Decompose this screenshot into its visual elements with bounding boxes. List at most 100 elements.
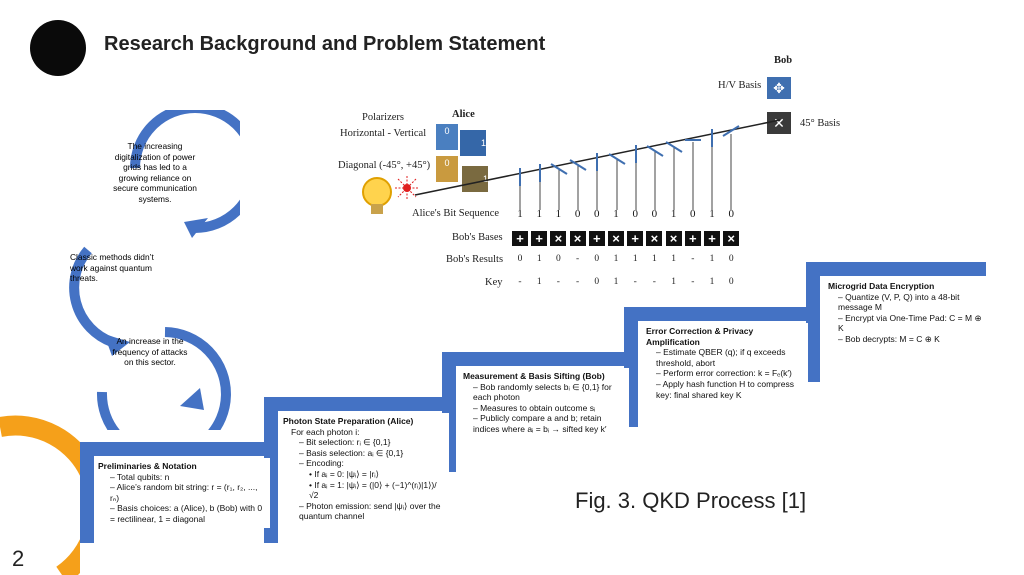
- bob-result-value: 0: [594, 254, 600, 264]
- bit-value: 1: [536, 208, 542, 220]
- bob-basis-cell: +: [531, 231, 548, 246]
- bob-result-value: 1: [671, 254, 676, 264]
- bob-result-value: 1: [652, 254, 657, 264]
- bob-basis-cell: +: [684, 231, 701, 246]
- step-title: Measurement & Basis Sifting (Bob): [463, 371, 605, 381]
- alice-label: Alice: [452, 109, 475, 120]
- step-line: – Encrypt via One-Time Pad: C = M ⊕ K: [838, 312, 982, 334]
- polarizers-label: Polarizers: [362, 112, 404, 123]
- bob-basis-cell: ×: [550, 231, 567, 246]
- step-line: – Bob decrypts: M = C ⊕ K: [838, 333, 940, 344]
- polarizer-v-icon: 1: [460, 130, 486, 156]
- bob-basis-cell: ×: [569, 231, 586, 246]
- key-value: -: [633, 277, 637, 287]
- step-line: – Estimate QBER (q); if q exceeds thresh…: [656, 347, 786, 368]
- key-value: 0: [594, 277, 600, 287]
- step-line: – Total qubits: n: [110, 471, 170, 482]
- bit-value: 0: [690, 208, 696, 220]
- step-line: – Bob randomly selects bᵢ ∈ {0,1} for ea…: [473, 381, 612, 403]
- key-value: -: [652, 277, 656, 287]
- bob-result-value: 0: [517, 254, 523, 264]
- step-line: – Apply hash function H to compress key:…: [656, 378, 794, 400]
- key-value: -: [576, 277, 580, 287]
- bit-value: 1: [613, 208, 619, 220]
- bob-result-value: -: [576, 254, 580, 264]
- bit-value: 0: [632, 208, 638, 220]
- bob-result-value: -: [691, 254, 695, 264]
- step-line: – Publicly compare a and b; retain indic…: [473, 413, 607, 434]
- step-line: – Bit selection: rᵢ ∈ {0,1}: [299, 437, 391, 448]
- hv-detector-icon: ✥: [767, 77, 791, 99]
- bob-result-value: 0: [728, 254, 734, 264]
- step-title: Preliminaries & Notation: [98, 461, 197, 471]
- step-line: – Alice’s random bit string: r = (r₁, r₂…: [110, 482, 258, 503]
- bit-value: 0: [574, 208, 581, 220]
- key-value: -: [691, 277, 695, 287]
- step-photon-preparation: Photon State Preparation (Alice) For eac…: [279, 413, 449, 525]
- bit-value: 1: [709, 208, 715, 220]
- step-title: Error Correction & Privacy Amplification: [646, 326, 754, 347]
- bob-result-value: 1: [536, 254, 542, 264]
- bob-basis-cell: ×: [646, 231, 663, 246]
- step-microgrid-encryption: Microgrid Data Encryption – Quantize (V,…: [824, 278, 990, 348]
- bubble-attacks: An increase in the frequency of attacks …: [112, 336, 188, 367]
- key-value: 1: [536, 277, 542, 287]
- diagonal-polarizer-label: Diagonal (-45°, +45°): [338, 160, 431, 171]
- key-value: 1: [709, 277, 715, 287]
- bit-value: 0: [728, 208, 734, 220]
- step-measurement-sifting: Measurement & Basis Sifting (Bob) – Bob …: [459, 368, 629, 438]
- hv-basis-label: H/V Basis: [718, 80, 762, 91]
- bob-result-value: 1: [709, 254, 715, 264]
- step-line: – Encoding:: [299, 458, 344, 469]
- bit-value: 1: [517, 208, 523, 220]
- step-line: – Quantize (V, P, Q) into a 48-bit messa…: [838, 291, 960, 313]
- diagonal-detector-icon: ✕: [767, 112, 791, 134]
- step-line: – Photon emission: send |ψᵢ⟩ over the qu…: [299, 500, 441, 522]
- page-title: Research Background and Problem Statemen…: [104, 33, 546, 55]
- step-preliminaries: Preliminaries & Notation – Total qubits:…: [94, 458, 270, 528]
- bit-value: 1: [670, 208, 677, 220]
- polarizer-h-icon: 0: [436, 124, 458, 150]
- row-label-results: Bob's Results: [446, 254, 504, 265]
- bob-basis-cell: +: [627, 231, 644, 246]
- figure-caption: Fig. 3. QKD Process [1]: [575, 488, 807, 513]
- photon-beam-line: [362, 119, 781, 214]
- bubble-classic-methods: Classic methods didn’t work against quan…: [70, 252, 154, 283]
- key-value: 1: [613, 277, 619, 287]
- bob-result-value: 1: [632, 254, 638, 264]
- bubble-digitalization: The increasing digitalization of power g…: [113, 141, 197, 204]
- row-label-bases: Bob's Bases: [452, 232, 503, 243]
- flow-circle-arrows: [69, 110, 240, 430]
- bit-value: 0: [651, 208, 658, 220]
- step-title: Photon State Preparation (Alice): [283, 416, 414, 426]
- hv-polarizer-label: Horizontal - Vertical: [340, 128, 427, 139]
- step-line: For each photon i:: [291, 426, 360, 437]
- step-title: Microgrid Data Encryption: [828, 281, 935, 291]
- key-value: 0: [728, 277, 734, 287]
- bob-basis-cell: ×: [665, 231, 682, 246]
- bit-value: 1: [555, 208, 562, 220]
- orange-arc-decoration: [0, 415, 80, 575]
- row-label-key: Key: [485, 277, 503, 288]
- bob-result-value: 1: [613, 254, 619, 264]
- bob-basis-cell: ×: [723, 231, 740, 246]
- key-value: -: [556, 277, 560, 287]
- step-error-correction: Error Correction & Privacy Amplification…: [642, 323, 808, 404]
- polarizer-minus45-icon: 0: [436, 156, 458, 182]
- bob-basis-cell: +: [704, 231, 720, 246]
- page-number: 2: [12, 546, 25, 571]
- bob-basis-cell: +: [588, 231, 605, 246]
- step-line: – Perform error correction: k = Fₑ(k′): [656, 368, 792, 379]
- bob-result-value: 0: [556, 254, 561, 264]
- bob-label: Bob: [774, 55, 793, 66]
- step-line: – Measures to obtain outcome sᵢ: [473, 402, 596, 413]
- row-label-bits: Alice's Bit Sequence: [412, 208, 500, 219]
- bob-basis-cell: +: [512, 231, 528, 246]
- key-value: -: [518, 277, 522, 287]
- step-line: – Basis selection: aᵢ ∈ {0,1}: [299, 447, 404, 458]
- bob-basis-cell: ×: [608, 231, 624, 246]
- polarizer-plus45-icon: 1: [462, 166, 488, 192]
- bit-value: 0: [594, 208, 600, 220]
- step-line: • If aᵢ = 1: |ψᵢ⟩ = (|0⟩ + (−1)^(rᵢ)|1⟩)…: [309, 479, 437, 501]
- key-value: 1: [671, 277, 676, 287]
